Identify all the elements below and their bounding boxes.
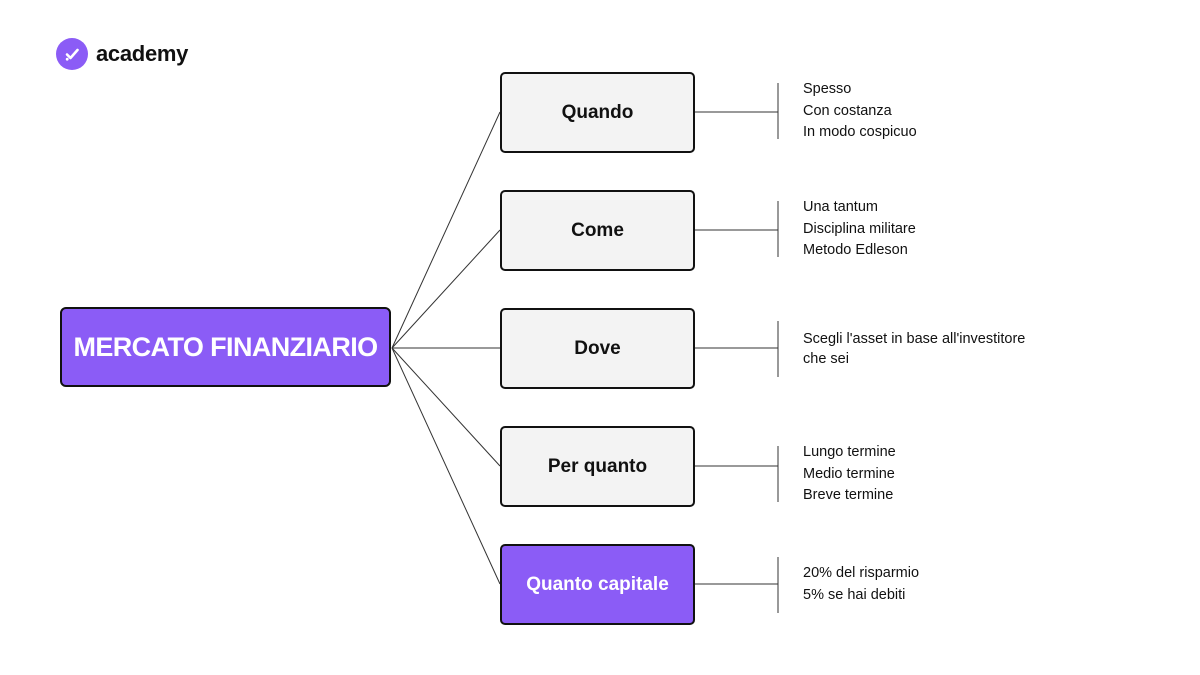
leaf-item: Disciplina militare [803,220,916,237]
leaf-item: 20% del risparmio [803,565,920,581]
branch-node-quanto-capitale: Quanto capitale [500,544,695,625]
branch-node-come: Come [500,190,695,271]
branch-node-dove: Dove [500,308,695,389]
leaf-list-dove: Scegli l'asset in base all'investitore c… [803,329,1025,369]
branch-node-label: Come [571,219,624,241]
leaf-item: 5% se hai debiti [803,586,906,603]
connector-root-per-quanto [391,347,501,467]
leaf-item: Breve termine [803,487,894,503]
branch-node-label: Quanto capitale [526,573,669,595]
connector-root-quanto-capitale [391,347,501,585]
leaf-list-per-quanto: Lungo termine Medio termine Breve termin… [803,442,896,507]
root-node: MERCATO FINANZIARIO [60,307,391,387]
brand-logo: academy [56,38,188,70]
branch-node-quando: Quando [500,72,695,153]
leaf-item: Metodo Edleson [803,242,908,258]
branch-node-label: Dove [574,337,621,359]
leaf-item: Con costanza [803,102,892,119]
connector-root-come [391,229,501,349]
branch-node-per-quanto: Per quanto [500,426,695,507]
leaf-item: Lungo termine [803,444,896,460]
leaf-item: Una tantum [803,199,878,215]
branch-node-label: Per quanto [547,455,648,477]
leaf-list-quanto-capitale: 20% del risparmio 5% se hai debiti [803,563,919,606]
root-node-label: MERCATO FINANZIARIO [73,331,378,362]
brand-name: academy [96,41,189,66]
leaf-item: Scegli l'asset in base all'investitore [803,331,1026,347]
branch-node-label: Quando [561,101,634,123]
leaf-item: Medio termine [803,465,895,482]
leaf-item: Spesso [803,81,852,97]
connector-root-quando [391,111,501,349]
leaf-list-come: Una tantum Disciplina militare Metodo Ed… [803,197,916,262]
leaf-list-quando: Spesso Con costanza In modo cospicuo [803,79,917,144]
leaf-item: che sei [803,351,849,367]
check-badge-icon [56,38,88,70]
leaf-item: In modo cospicuo [803,124,917,140]
